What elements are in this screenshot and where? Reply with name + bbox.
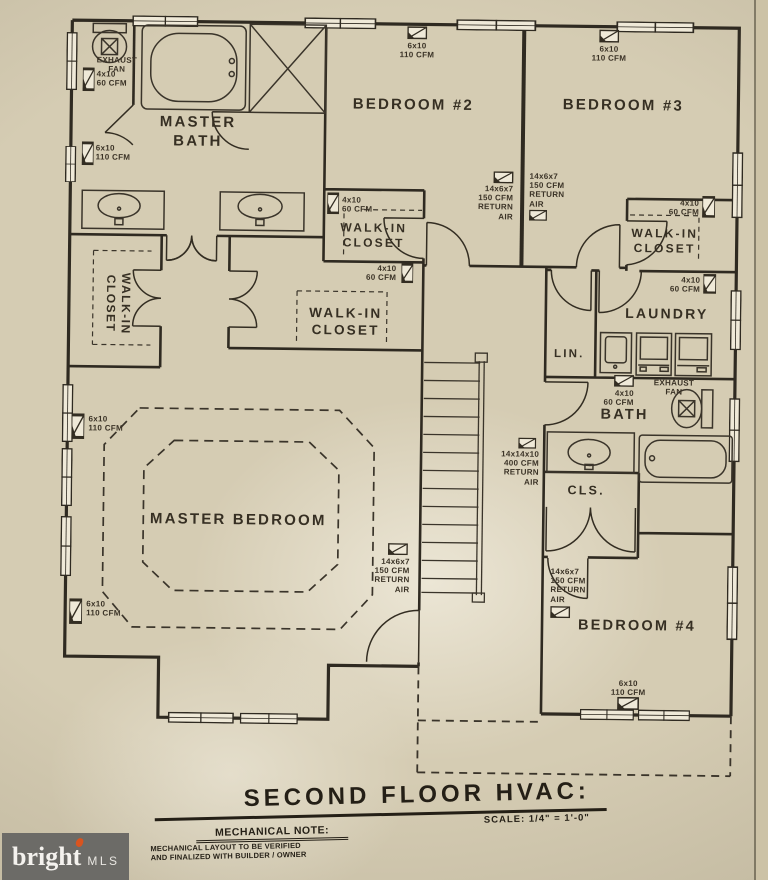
tray-ceiling-outer: [101, 407, 376, 631]
register-annotation: 14x14x10 400 CFM RETURN AIR: [501, 449, 540, 487]
register-annotation: 6x10 110 CFM: [86, 599, 121, 618]
register-annotation: 14x6x7 150 CFM RETURN AIR: [550, 566, 586, 604]
bath-tub: [638, 434, 734, 484]
exterior-walls: [62, 18, 741, 721]
room-label-bath: BATH: [600, 406, 649, 424]
scale-note: SCALE: 1/4" = 1'-0": [483, 812, 590, 826]
room-label-walkin-closet-master: WALK-IN CLOSET: [309, 305, 383, 338]
page-edge-line: [754, 0, 756, 880]
stairs: [421, 352, 488, 603]
newel-post: [474, 352, 488, 363]
fixtures: [81, 22, 734, 484]
brightmls-watermark: bright MLS: [2, 833, 129, 880]
register-annotation: 14x6x7 150 CFM RETURN AIR: [529, 171, 565, 209]
supply-register-icon: [81, 141, 94, 166]
return-register-icon: [493, 171, 514, 184]
room-label-linen: LIN.: [553, 348, 585, 361]
brand-text: bright: [12, 841, 82, 871]
register-annotation: 6x10 110 CFM: [610, 678, 646, 698]
room-label-master-bedroom: MASTER BEDROOM: [149, 510, 327, 530]
register-annotation: 14x6x7 150 CFM RETURN AIR: [374, 556, 410, 594]
newel-post: [471, 592, 486, 603]
room-label-master-bath: MASTER BATH: [159, 113, 237, 150]
vanity-left: [81, 189, 166, 230]
doors: [104, 104, 668, 663]
register-annotation: 6x10 110 CFM: [88, 414, 124, 433]
supply-register-icon: [327, 192, 340, 215]
brand-suffix: MLS: [87, 854, 120, 868]
laundry-sink: [599, 331, 633, 374]
brightmls-logo: bright: [12, 836, 85, 872]
washer: [635, 332, 673, 377]
register-annotation: 4x10 60 CFM: [96, 69, 127, 88]
supply-register-icon: [401, 263, 414, 284]
register-annotation: 14x6x7 150 CFM RETURN AIR: [477, 184, 514, 222]
bath-toilet: [670, 388, 714, 429]
supply-register-icon: [71, 413, 85, 440]
shower: [248, 23, 328, 114]
supply-register-icon: [617, 696, 640, 710]
room-label-walkin-closet-master-left: WALK-IN CLOSET: [103, 272, 134, 335]
supply-register-icon: [407, 26, 428, 40]
room-label-bedroom-3: BEDROOM #3: [562, 96, 685, 115]
toilet-bowl: [91, 29, 128, 64]
brand-accent-icon: [75, 836, 85, 848]
bath-vanity: [546, 431, 636, 474]
room-label-laundry: LAUNDRY: [625, 304, 709, 322]
register-annotation: 4x10 60 CFM: [365, 263, 397, 283]
supply-register-icon: [614, 374, 634, 387]
exhaust-fan-icon: [100, 37, 119, 56]
vanity-right: [219, 191, 306, 232]
return-register-icon: [529, 209, 548, 221]
register-annotation: 6x10 110 CFM: [399, 41, 435, 60]
exhaust-fan-label-bath: EXHAUST FAN: [653, 378, 695, 397]
room-label-walkin-closet-bed2: WALK-IN CLOSET: [340, 220, 408, 251]
room-label-bedroom-2: BEDROOM #2: [352, 95, 475, 115]
dashed-lines: [91, 209, 732, 778]
register-annotation: 4x10 60 CFM: [669, 275, 701, 294]
register-annotation: 4x10 60 CFM: [603, 388, 634, 408]
register-annotation: 6x10 110 CFM: [95, 143, 131, 162]
porch-outline: [416, 666, 732, 778]
return-register-icon: [518, 437, 537, 449]
register-annotation: 6x10 110 CFM: [591, 44, 627, 64]
register-annotation: 4x10 60 CFM: [668, 198, 700, 217]
supply-register-icon: [702, 195, 716, 218]
room-label-closet: CLS.: [567, 483, 605, 498]
supply-register-icon: [703, 273, 717, 294]
return-register-icon: [387, 543, 408, 556]
register-annotation: 4x10 60 CFM: [342, 195, 373, 214]
dryer: [674, 332, 713, 377]
room-label-walkin-closet-bed3: WALK-IN CLOSET: [631, 225, 699, 256]
bathtub: [140, 24, 247, 111]
supply-register-icon: [599, 29, 620, 43]
supply-register-icon: [68, 598, 83, 625]
toilet-tank: [92, 22, 128, 34]
page-edge-strip: [756, 0, 768, 880]
room-label-bedroom-4: BEDROOM #4: [577, 617, 697, 635]
